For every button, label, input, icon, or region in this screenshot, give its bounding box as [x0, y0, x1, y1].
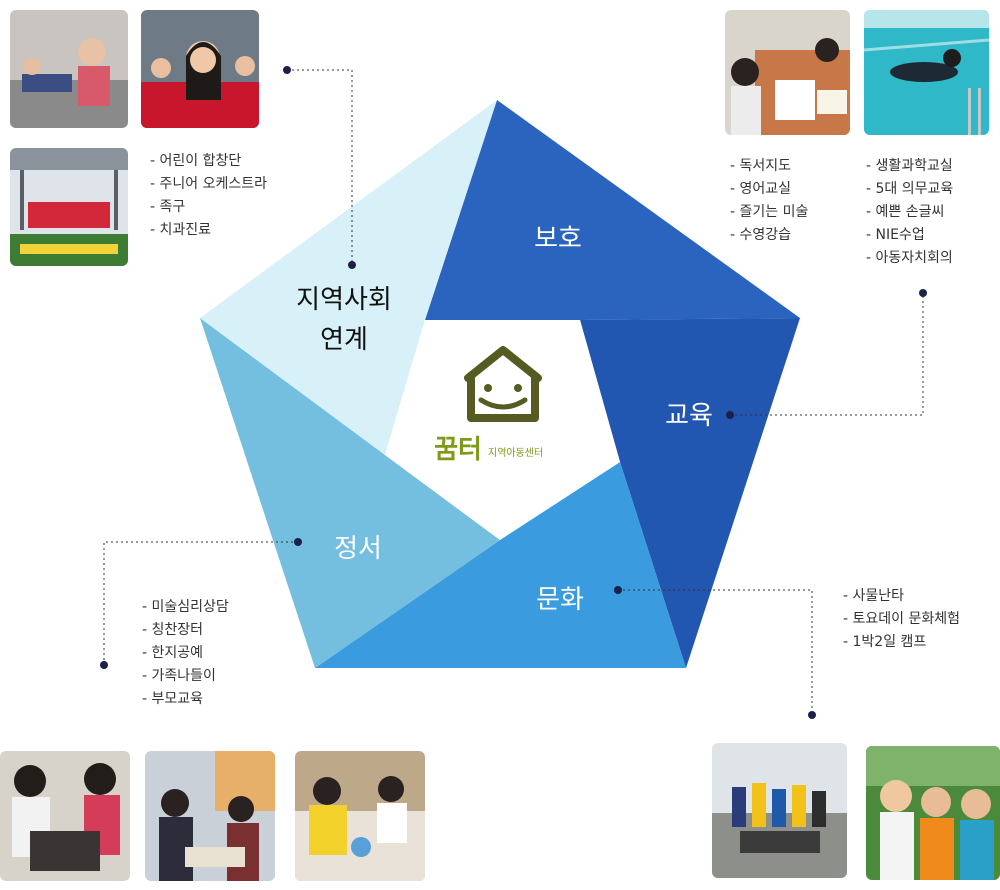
photo-craft-kids-1 [0, 751, 130, 881]
photo-swimming-lesson [864, 10, 989, 135]
photo-dental-checkup [10, 10, 128, 128]
connector-dot [808, 711, 816, 719]
list-culture: 사물난타토요데이 문화체험1박2일 캠프 [843, 585, 961, 654]
list-item-culture: 사물난타 [843, 585, 960, 608]
list-item-education: 아동자치회의 [866, 247, 953, 270]
photo-craft-kids-2 [145, 751, 275, 881]
logo-brand: 꿈터 [434, 435, 482, 465]
list-community: 어린이 합창단주니어 오케스트라족구치과진료 [150, 150, 268, 242]
list-item-protection: 영어교실 [730, 178, 808, 201]
label-education: 교육 [665, 401, 713, 431]
connector-dot [726, 411, 734, 419]
list-item-protection: 독서지도 [730, 155, 808, 178]
connector-dot [919, 289, 927, 297]
connector-dot [348, 261, 356, 269]
list-item-culture: 토요데이 문화체험 [843, 608, 961, 631]
label-community-line1: 지역사회 [296, 285, 392, 315]
list-item-education: 5대 의무교육 [866, 178, 954, 201]
logo-subtitle: 지역아동센터 [488, 447, 543, 459]
list-item-emotion: 미술심리상담 [142, 596, 229, 619]
segment-community [200, 100, 497, 455]
segment-culture [315, 462, 686, 668]
list-item-community: 주니어 오케스트라 [150, 173, 268, 196]
list-item-emotion: 한지공예 [142, 642, 229, 665]
list-item-community: 어린이 합창단 [150, 150, 267, 173]
list-item-protection: 즐기는 미술 [730, 201, 809, 224]
center-pentagon [385, 320, 620, 540]
connector-emotion [103, 541, 298, 665]
label-community-line2: 연계 [320, 325, 368, 355]
list-protection: 독서지도영어교실즐기는 미술수영강습 [730, 155, 809, 247]
house-smile-icon [464, 346, 542, 422]
list-item-education: NIE수업 [866, 224, 953, 247]
connector-dot [614, 586, 622, 594]
photo-choir-child [141, 10, 259, 128]
list-item-protection: 수영강습 [730, 224, 808, 247]
list-item-education: 생활과학교실 [866, 155, 953, 178]
segment-protection [425, 100, 800, 320]
photo-craft-kids-3 [295, 751, 425, 881]
photo-painting-class [725, 10, 850, 135]
photo-camp-group [712, 743, 847, 878]
list-item-culture: 1박2일 캠프 [843, 631, 960, 654]
list-item-community: 치과진료 [150, 219, 267, 242]
connector-dot [100, 661, 108, 669]
connector-dot [294, 538, 302, 546]
label-culture: 문화 [536, 585, 584, 615]
list-item-education: 예쁜 손글씨 [866, 201, 953, 224]
list-item-emotion: 칭찬장터 [142, 619, 229, 642]
label-emotion: 정서 [334, 534, 382, 564]
photo-outdoor-stage [10, 148, 128, 266]
list-item-emotion: 부모교육 [142, 688, 229, 711]
label-protection: 보호 [534, 224, 582, 254]
list-item-community: 족구 [150, 196, 267, 219]
list-item-emotion: 가족나들이 [142, 665, 229, 688]
list-education: 생활과학교실5대 의무교육예쁜 손글씨NIE수업아동자치회의 [866, 155, 954, 270]
segment-emotion [200, 318, 500, 668]
segment-education [580, 318, 800, 668]
connector-community [287, 69, 353, 265]
photo-smiling-kids [866, 746, 1000, 880]
connector-dot [283, 66, 291, 74]
list-emotion: 미술심리상담칭찬장터한지공예가족나들이부모교육 [142, 596, 229, 711]
